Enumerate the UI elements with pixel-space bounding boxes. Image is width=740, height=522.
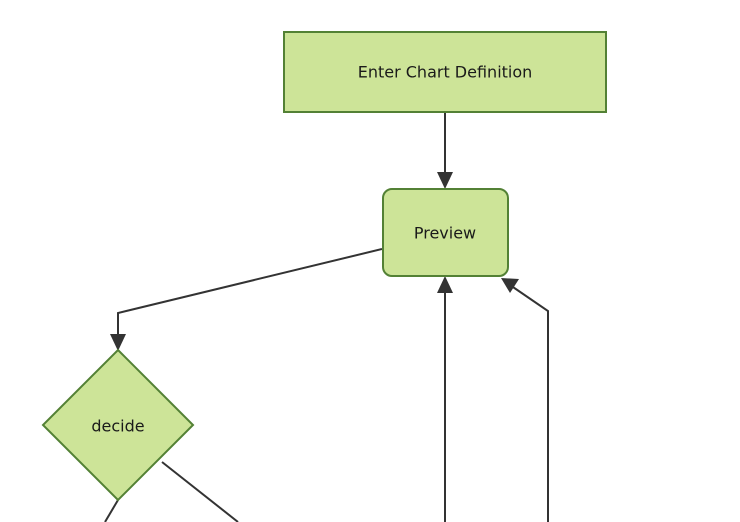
node-decide-shape[interactable] xyxy=(41,348,195,502)
node-decide[interactable]: decide xyxy=(41,348,195,502)
edge-bottom-right-to-preview xyxy=(501,278,549,522)
edge-preview-to-decide-arrowhead xyxy=(110,334,126,351)
node-enter-chart-definition-label: Enter Chart Definition xyxy=(358,63,533,82)
edge-preview-to-decide-line xyxy=(117,248,383,340)
edge-enter-to-preview-arrowhead xyxy=(437,172,453,189)
node-enter-chart-definition-shape[interactable] xyxy=(283,31,607,113)
edge-bottom-center-to-preview-arrowhead xyxy=(437,276,453,293)
edge-bottom-right-to-preview-line xyxy=(509,284,549,522)
edge-decide-right-out-line xyxy=(161,461,239,522)
node-decide-label: decide xyxy=(91,417,144,436)
node-enter-chart-definition[interactable]: Enter Chart Definition xyxy=(283,31,607,113)
edge-decide-bottom-out-line xyxy=(104,499,119,522)
edge-bottom-right-to-preview-arrowhead xyxy=(501,278,519,293)
edge-decide-right-out xyxy=(161,461,239,522)
edge-decide-bottom-out xyxy=(104,499,119,522)
edge-layer xyxy=(104,113,549,522)
node-preview[interactable]: Preview xyxy=(382,188,509,277)
edge-bottom-center-to-preview xyxy=(437,276,453,522)
edge-enter-to-preview xyxy=(437,113,453,189)
node-preview-shape[interactable] xyxy=(382,188,509,277)
node-layer: Enter Chart Definition Preview decide xyxy=(41,31,607,502)
edge-preview-to-decide xyxy=(110,248,383,351)
node-preview-label: Preview xyxy=(414,224,476,243)
